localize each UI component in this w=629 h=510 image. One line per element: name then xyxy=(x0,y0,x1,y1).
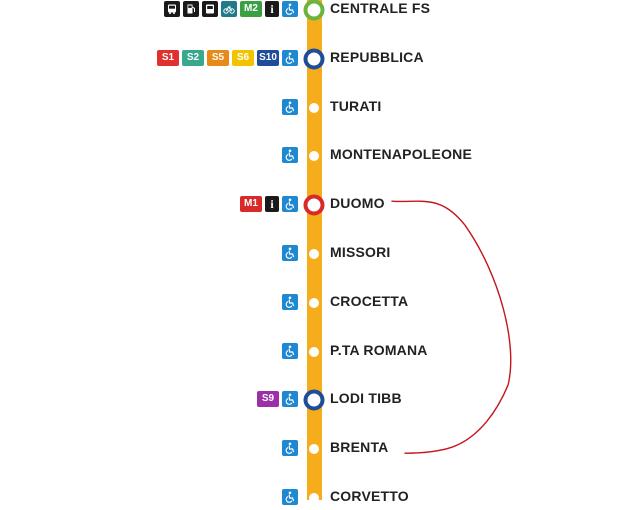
line-badge-m1: M1 xyxy=(240,196,262,213)
station-brenta: BRENTA xyxy=(0,437,629,461)
station-lodi-tibb: S9 LODI TIBB xyxy=(0,388,629,412)
interchange-marker xyxy=(303,389,325,411)
bus-icon xyxy=(164,1,180,17)
station-montenapoleone: MONTENAPOLEONE xyxy=(0,144,629,168)
station-services xyxy=(282,440,298,457)
stop-marker xyxy=(309,151,319,162)
station-services xyxy=(282,342,298,359)
station-crocetta: CROCETTA xyxy=(0,291,629,315)
station-name: BRENTA xyxy=(330,439,389,456)
line-badge-s6: S6 xyxy=(232,49,254,66)
wheelchair-icon xyxy=(282,342,298,359)
station-name: TURATI xyxy=(330,97,382,114)
line-badge-i: i xyxy=(265,196,279,213)
wheelchair-icon xyxy=(282,245,298,261)
wheelchair-icon xyxy=(282,49,298,66)
station-services xyxy=(282,147,298,164)
line-badge-s1: S1 xyxy=(157,49,179,66)
wheelchair-icon xyxy=(282,293,298,310)
line-badge-s9: S9 xyxy=(257,391,279,408)
station-name: REPUBBLICA xyxy=(330,48,424,65)
wheelchair-icon xyxy=(282,440,298,457)
station-services xyxy=(282,245,298,261)
bike-icon xyxy=(221,1,237,17)
interchange-marker xyxy=(303,48,325,70)
station-missori: MISSORI xyxy=(0,242,629,266)
line-badge-s2: S2 xyxy=(182,49,204,66)
wheelchair-icon xyxy=(282,98,298,115)
line-badge-s5: S5 xyxy=(207,49,229,66)
station-name: P.TA ROMANA xyxy=(330,341,428,358)
stop-marker xyxy=(309,444,319,455)
interchange-marker xyxy=(303,194,325,216)
line-badge-m2: M2 xyxy=(240,1,262,17)
stop-marker xyxy=(309,297,319,308)
annotation-curve xyxy=(391,200,512,454)
station-services xyxy=(282,489,298,505)
wheelchair-icon xyxy=(282,147,298,164)
station-corvetto: CORVETTO xyxy=(0,486,629,510)
station-name: CENTRALE FS xyxy=(330,0,431,16)
station-name: LODI TIBB xyxy=(330,390,402,407)
stop-marker xyxy=(309,346,319,357)
station-services xyxy=(282,98,298,115)
stop-marker xyxy=(309,493,319,503)
fuel-icon xyxy=(183,1,199,17)
parking-icon xyxy=(202,1,218,17)
station-name: MONTENAPOLEONE xyxy=(330,146,473,163)
interchange-marker xyxy=(303,0,325,21)
station-turati: TURATI xyxy=(0,96,629,120)
wheelchair-icon xyxy=(282,196,298,213)
station-name: CORVETTO xyxy=(330,488,409,504)
stop-marker xyxy=(309,249,319,259)
station-name: MISSORI xyxy=(330,244,391,260)
station-services xyxy=(282,293,298,310)
line-badge-i: i xyxy=(265,1,279,17)
wheelchair-icon xyxy=(282,489,298,505)
station-name: CROCETTA xyxy=(330,292,409,309)
wheelchair-icon xyxy=(282,1,298,17)
wheelchair-icon xyxy=(282,391,298,408)
station-services: S9 xyxy=(257,391,298,408)
line-badge-s10: S10 xyxy=(257,49,279,66)
station-p-ta-romana: P.TA ROMANA xyxy=(0,340,629,364)
stop-marker xyxy=(309,102,319,113)
station-name: DUOMO xyxy=(330,195,385,212)
